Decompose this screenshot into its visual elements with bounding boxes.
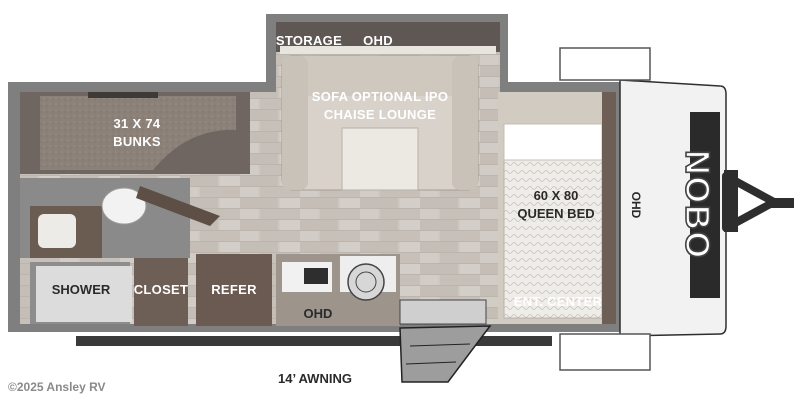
entry-steps <box>399 325 492 383</box>
label-closet: CLOSET <box>134 282 189 297</box>
refrigerator <box>196 254 272 326</box>
label-sofa-line1: SOFA OPTIONAL IPO <box>312 89 449 104</box>
label-shower: SHOWER <box>52 282 111 297</box>
closet <box>134 258 188 326</box>
label-storage: STORAGE <box>276 33 342 48</box>
label-bed-line1: 60 X 80 <box>534 188 579 203</box>
shower <box>30 262 132 324</box>
awning-rail <box>76 336 552 346</box>
brand-logo: NOBO <box>678 150 716 260</box>
kitchen <box>276 254 487 326</box>
sofa <box>281 55 479 191</box>
label-ent-center: ENT. CENTER <box>514 294 603 309</box>
label-ohd-kitchen: OHD <box>304 306 333 321</box>
bunks <box>20 92 250 174</box>
hitch <box>722 170 794 232</box>
label-sofa-line2: CHAISE LOUNGE <box>324 107 436 122</box>
label-bunks-line2: BUNKS <box>113 134 161 149</box>
label-refer: REFER <box>211 282 257 297</box>
label-ohd-top: OHD <box>363 33 393 48</box>
label-ohd-front: OHD <box>629 192 643 219</box>
label-bed-line2: QUEEN BED <box>517 206 594 221</box>
top-fender <box>559 47 651 81</box>
label-bunks-line1: 31 X 74 <box>114 116 161 131</box>
label-awning: 14’ AWNING <box>278 371 352 386</box>
copyright-text: ©2025 Ansley RV <box>8 380 106 394</box>
storage-area <box>276 22 500 54</box>
bathroom <box>20 178 220 258</box>
bottom-fender <box>559 333 651 371</box>
front-cap <box>619 79 727 337</box>
bedroom <box>498 92 616 324</box>
